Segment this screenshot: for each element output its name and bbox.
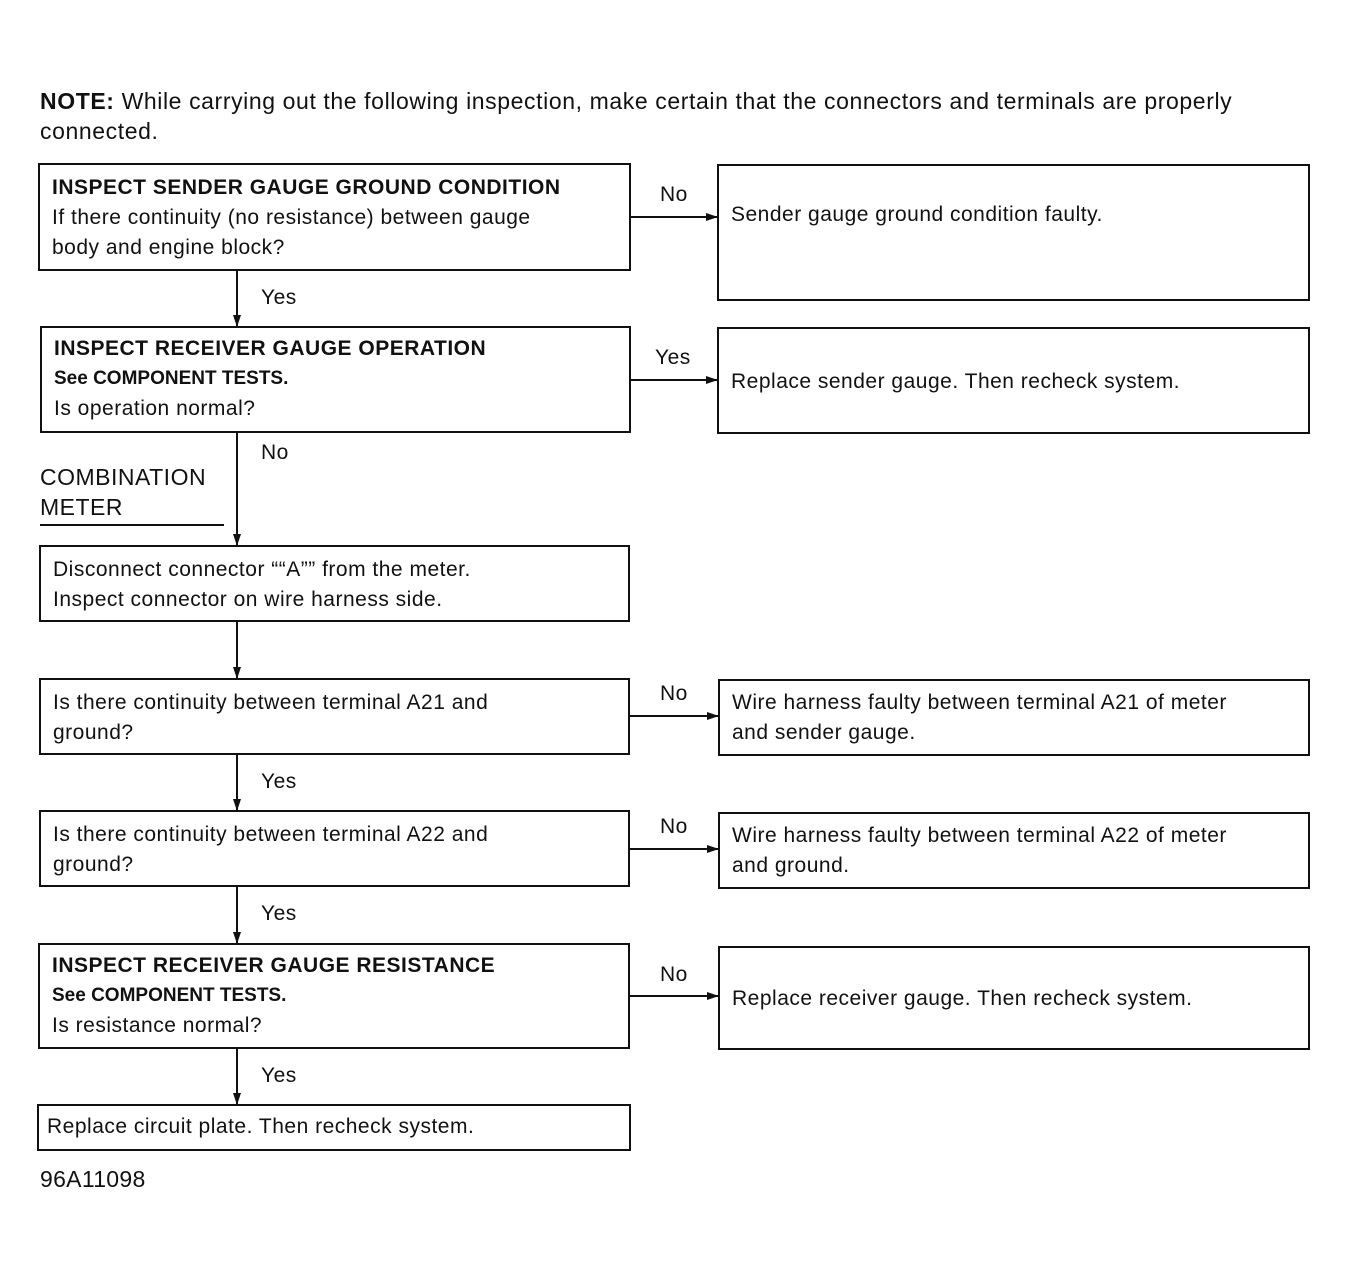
edge-label-no: No bbox=[660, 963, 688, 986]
box-line: Disconnect connector ““A”” from the mete… bbox=[53, 558, 471, 581]
edge-label-no: No bbox=[660, 815, 688, 838]
result-harness-a22: Wire harness faulty between terminal A22… bbox=[718, 812, 1310, 889]
edge-label-yes: Yes bbox=[261, 286, 297, 309]
result-ground-faulty: Sender gauge ground condition faulty. bbox=[717, 164, 1310, 301]
result-line: Wire harness faulty between terminal A21… bbox=[732, 691, 1227, 714]
result-line: and sender gauge. bbox=[732, 721, 916, 744]
box-line: Is there continuity between terminal A22… bbox=[53, 823, 489, 846]
box-inspect-sender-ground: INSPECT SENDER GAUGE GROUND CONDITION If… bbox=[38, 163, 631, 271]
edge-label-yes: Yes bbox=[261, 902, 297, 925]
result-line: Wire harness faulty between terminal A22… bbox=[732, 824, 1227, 847]
box-line: See COMPONENT TESTS. bbox=[52, 985, 287, 1006]
result-line: Replace sender gauge. Then recheck syste… bbox=[731, 370, 1181, 393]
box-line: If there continuity (no resistance) betw… bbox=[52, 206, 531, 229]
edge-label-no: No bbox=[660, 183, 688, 206]
result-line: Replace receiver gauge. Then recheck sys… bbox=[732, 987, 1193, 1010]
result-line: and ground. bbox=[732, 854, 850, 877]
edge-label-yes: Yes bbox=[655, 346, 691, 369]
figure-id: 96A11098 bbox=[40, 1166, 146, 1192]
box-inspect-receiver-resistance: INSPECT RECEIVER GAUGE RESISTANCE See CO… bbox=[38, 943, 630, 1049]
box-line: Is resistance normal? bbox=[52, 1014, 263, 1037]
box-line: ground? bbox=[53, 721, 134, 744]
box-title: INSPECT SENDER GAUGE GROUND CONDITION bbox=[52, 176, 561, 199]
note-label: NOTE: bbox=[40, 88, 115, 114]
box-title: INSPECT RECEIVER GAUGE OPERATION bbox=[54, 337, 487, 360]
note-body: While carrying out the following inspect… bbox=[40, 88, 1233, 144]
side-title-line2: METER bbox=[40, 494, 123, 520]
box-line: Is there continuity between terminal A21… bbox=[53, 691, 489, 714]
box-title: INSPECT RECEIVER GAUGE RESISTANCE bbox=[52, 954, 496, 977]
note-text: NOTE: While carrying out the following i… bbox=[40, 86, 1310, 146]
box-line: Replace circuit plate. Then recheck syst… bbox=[47, 1115, 475, 1138]
result-replace-receiver: Replace receiver gauge. Then recheck sys… bbox=[718, 946, 1310, 1050]
box-line: Inspect connector on wire harness side. bbox=[53, 588, 443, 611]
box-inspect-receiver-operation: INSPECT RECEIVER GAUGE OPERATION See COM… bbox=[40, 326, 631, 433]
result-line: Sender gauge ground condition faulty. bbox=[731, 203, 1103, 226]
box-line: Is operation normal? bbox=[54, 397, 256, 420]
box-replace-circuit-plate: Replace circuit plate. Then recheck syst… bbox=[37, 1104, 631, 1151]
edge-label-yes: Yes bbox=[261, 1064, 297, 1087]
result-replace-sender: Replace sender gauge. Then recheck syste… bbox=[717, 327, 1310, 434]
edge-label-no: No bbox=[660, 682, 688, 705]
edge-label-yes: Yes bbox=[261, 770, 297, 793]
box-disconnect-connector: Disconnect connector ““A”” from the mete… bbox=[39, 545, 630, 622]
box-line: ground? bbox=[53, 853, 134, 876]
side-title-line1: COMBINATION bbox=[40, 464, 207, 490]
result-harness-a21: Wire harness faulty between terminal A21… bbox=[718, 679, 1310, 756]
edge-label-no: No bbox=[261, 441, 289, 464]
combination-meter-label: COMBINATION METER bbox=[40, 462, 224, 526]
box-line: body and engine block? bbox=[52, 236, 285, 259]
box-continuity-a21: Is there continuity between terminal A21… bbox=[39, 678, 630, 755]
box-continuity-a22: Is there continuity between terminal A22… bbox=[39, 810, 630, 887]
box-line: See COMPONENT TESTS. bbox=[54, 368, 289, 389]
